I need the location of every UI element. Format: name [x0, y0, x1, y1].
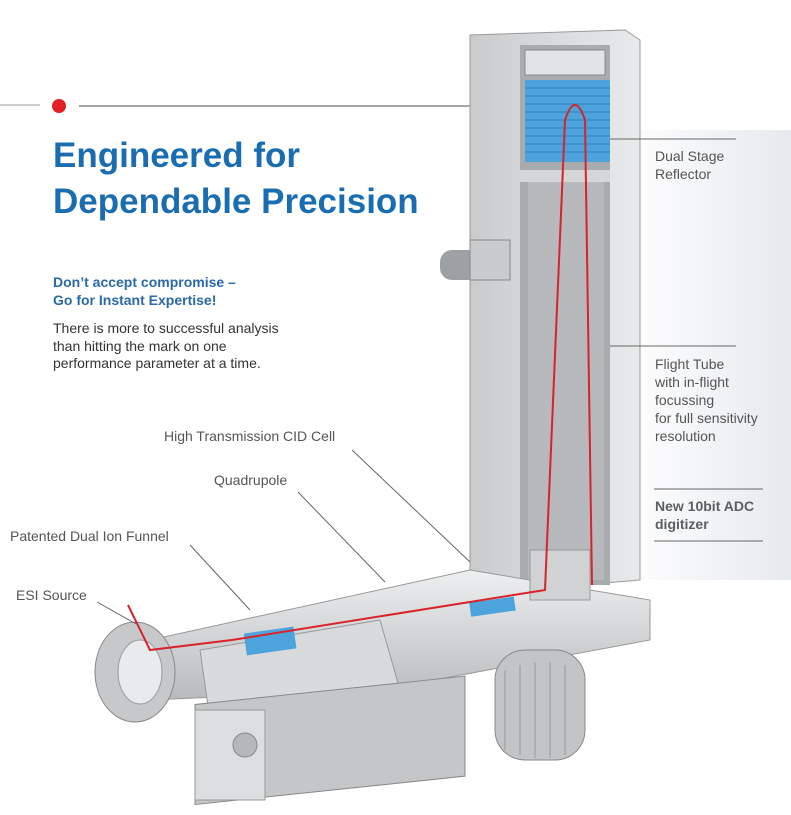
label-line: resolution — [655, 428, 716, 444]
label-line: Flight Tube — [655, 356, 725, 372]
label-line: for full sensitivity — [655, 410, 758, 426]
label-line: digitizer — [655, 516, 709, 532]
label-line: focussing — [655, 392, 715, 408]
label-cid-cell: High Transmission CID Cell — [164, 428, 336, 444]
leader-lines — [96, 138, 763, 626]
title-line-1: Engineered for — [53, 136, 300, 175]
page-title: Engineered for Dependable Precision — [53, 133, 419, 225]
red-dot-icon — [52, 99, 66, 113]
body-line-2: than hitting the mark on one — [53, 337, 227, 354]
body-line-3: performance parameter at a time. — [53, 355, 261, 371]
label-flight-tube: Flight Tube with in-flight focussing for… — [655, 355, 758, 445]
ion-path-line — [127, 104, 593, 652]
label-line: with in-flight — [655, 374, 729, 390]
flight-tube-tower — [469, 29, 641, 591]
label-esi-source: ESI Source — [16, 587, 87, 603]
label-line: New 10bit ADC — [655, 498, 755, 514]
label-ion-funnel: Patented Dual Ion Funnel — [10, 528, 169, 544]
subtitle-line-1: Don’t accept compromise – — [53, 274, 236, 290]
label-dual-stage-reflector: Dual Stage Reflector — [655, 147, 724, 183]
label-background — [620, 130, 791, 580]
label-adc-digitizer: New 10bit ADC digitizer — [655, 497, 754, 533]
reflector-stack — [525, 80, 610, 162]
side-pump — [440, 239, 511, 281]
label-quadrupole: Quadrupole — [214, 472, 288, 488]
subtitle-line-2: Go for Instant Expertise! — [53, 292, 217, 308]
subtitle: Don’t accept compromise – Go for Instant… — [53, 273, 236, 309]
body-line-1: There is more to successful analysis — [53, 320, 279, 336]
ion-optics-base — [94, 549, 651, 806]
title-line-2: Dependable Precision — [53, 182, 419, 221]
label-line: Dual Stage — [655, 148, 725, 164]
label-line: Reflector — [655, 166, 712, 182]
body-text: There is more to successful analysis tha… — [53, 320, 279, 373]
